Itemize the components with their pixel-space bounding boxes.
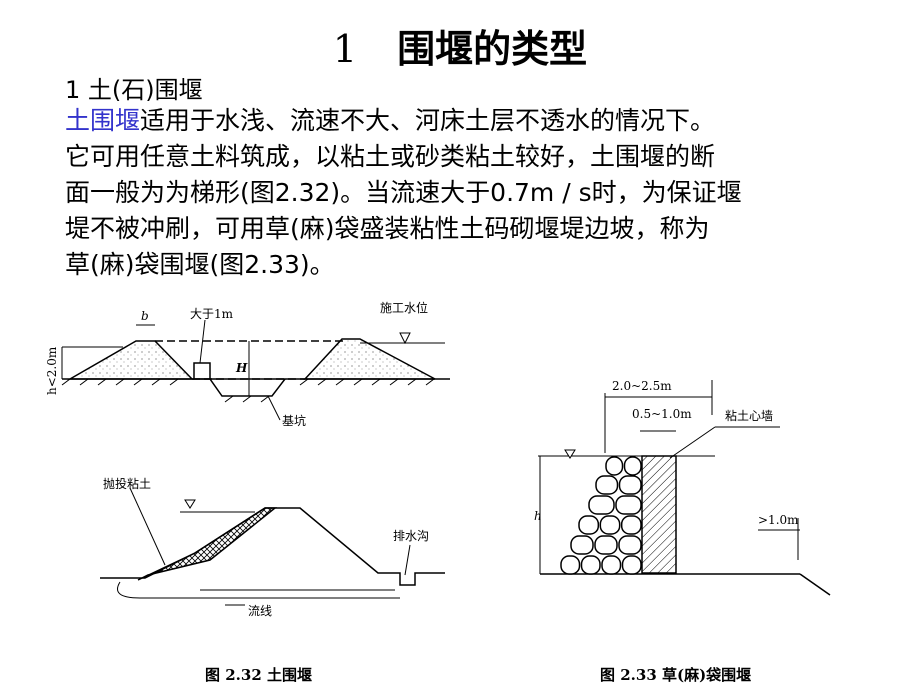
label-drain-ditch: 排水沟 <box>393 529 429 543</box>
sandbag <box>618 535 642 555</box>
sandbag <box>595 475 619 495</box>
para-line-1: 土围堰适用于水浅、流速不大、河床土层不透水的情况下。 <box>65 106 716 135</box>
label-b: b <box>141 309 149 323</box>
label-over-1m: 大于1m <box>190 307 234 321</box>
highlight-term: 土围堰 <box>65 106 141 135</box>
sandbag <box>578 515 600 535</box>
cofferdam-section-diagram <box>61 319 450 421</box>
label-water-level: 施工水位 <box>380 300 428 315</box>
label-flow-line: 流线 <box>248 604 272 618</box>
para-line-2: 它可用任意土料筑成，以粘土或砂类粘土较好，土围堰的断 <box>65 142 716 171</box>
sandbag <box>621 555 642 575</box>
label-clay-fill: 抛投粘土 <box>103 476 151 491</box>
sandbag <box>580 555 601 575</box>
para-line-3: 面一般为为梯形(图2.32)。当流速大于0.7m / s时，为保证堰 <box>65 178 742 207</box>
section-subtitle: 1 土(石)围堰 <box>65 76 203 104</box>
label-width-total: 2.0~2.5m <box>612 379 672 393</box>
label-h-limit: h<2.0m <box>45 346 59 395</box>
sandbag-cofferdam-diagram <box>538 380 831 596</box>
label-h: h <box>534 509 542 523</box>
seepage-diagram <box>100 487 445 606</box>
sandbag <box>620 515 642 535</box>
sandbag <box>623 456 642 476</box>
label-clay-core: 粘土心墙 <box>725 408 773 423</box>
para-line-4: 堤不被冲刷，可用草(麻)袋盛装粘性土码砌堰堤边坡，称为 <box>65 214 710 243</box>
sandbag <box>618 475 642 495</box>
label-pit: 基坑 <box>282 413 306 428</box>
sandbag <box>560 555 581 575</box>
sandbag <box>588 495 615 515</box>
sandbag <box>594 535 618 555</box>
label-H: H <box>235 361 248 375</box>
caption-fig-2-32: 图 2.32 土围堰 <box>205 666 312 684</box>
label-berm: >1.0m <box>758 513 799 527</box>
label-width-core: 0.5~1.0m <box>632 407 692 421</box>
sandbag <box>615 495 642 515</box>
sandbag <box>605 456 624 476</box>
caption-fig-2-33: 图 2.33 草(麻)袋围堰 <box>600 666 752 684</box>
sandbag <box>570 535 594 555</box>
sandbag <box>599 515 621 535</box>
para-line-5: 草(麻)袋围堰(图2.33)。 <box>65 250 335 279</box>
sandbag <box>601 555 622 575</box>
body-paragraph: 土围堰适用于水浅、流速不大、河床土层不透水的情况下。 它可用任意土料筑成，以粘土… <box>65 103 885 283</box>
sandbag-stones <box>560 456 642 575</box>
